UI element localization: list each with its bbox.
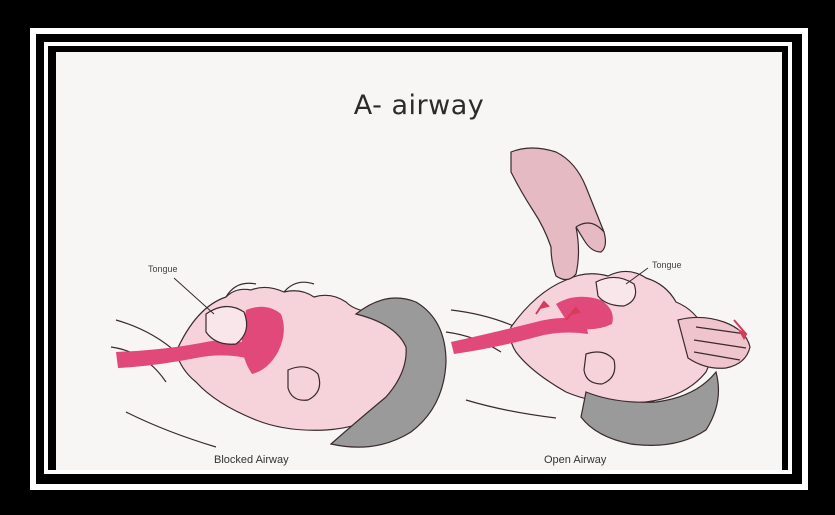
tongue-label-left: Tongue bbox=[148, 264, 178, 274]
blocked-airway-head bbox=[111, 278, 446, 447]
blocked-airway-caption: Blocked Airway bbox=[214, 454, 289, 466]
tongue-label-right: Tongue bbox=[652, 260, 682, 270]
open-airway-head bbox=[446, 268, 750, 445]
illustration-panel: A- airway bbox=[56, 52, 782, 470]
open-airway-caption: Open Airway bbox=[544, 454, 606, 466]
lifting-hand-illustration bbox=[511, 148, 605, 280]
